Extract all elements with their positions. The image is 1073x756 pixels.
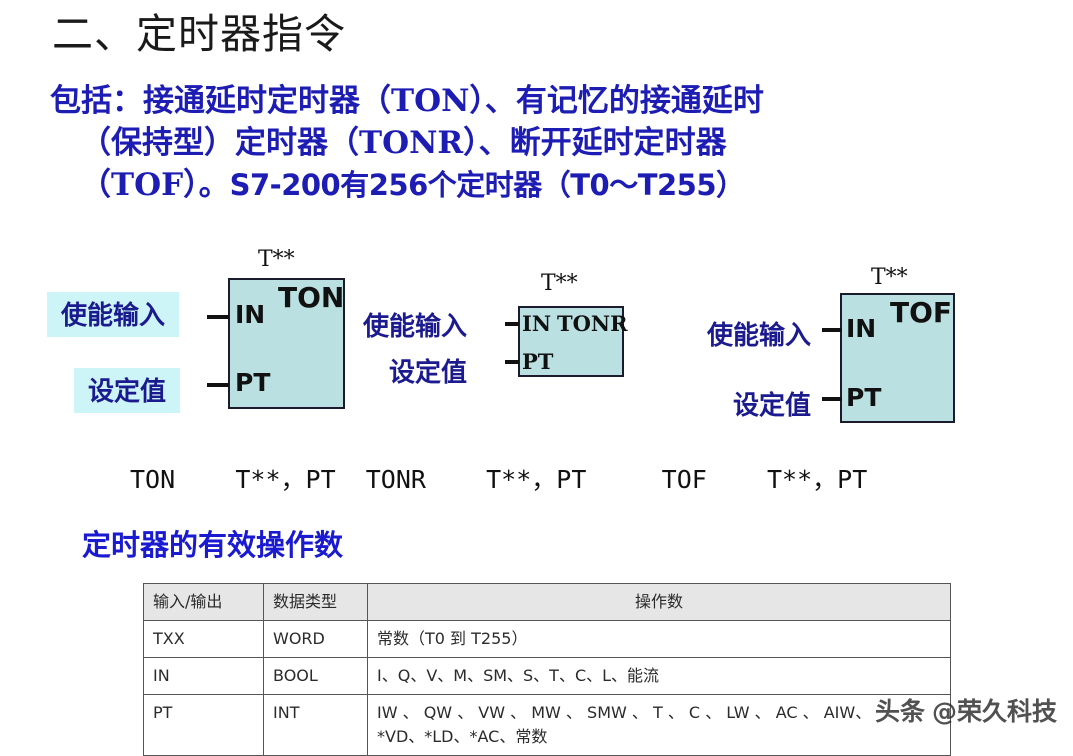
section-heading: 定时器的有效操作数 [82,528,344,562]
tonr-pt-label: PT [522,349,554,374]
ton-enable-input-label: 使能输入 [47,292,180,337]
tonr-block-body [518,306,624,377]
cell-datatype: WORD [263,620,368,658]
ton-pt-label: PT [235,368,271,397]
intro-paragraph: 包括：接通延时定时器（TON）、有记忆的接通延时 （保持型）定时器（TONR）、… [50,80,1040,206]
cell-datatype: BOOL [263,657,368,695]
table-row: IN BOOL I、Q、V、M、SM、S、T、C、L、能流 [143,657,951,695]
tof-preset-value-label: 设定值 [733,391,812,421]
ton-block-body [228,278,345,409]
valid-operands-table: 输入/输出 数据类型 操作数 TXX WORD 常数（T0 到 T255） IN… [143,583,951,756]
tof-name: TOF [890,296,953,329]
table-row: TXX WORD 常数（T0 到 T255） [143,620,951,658]
intro-line-3-text: （TOF）。 [80,167,230,204]
tof-enable-input-label: 使能输入 [707,321,812,351]
page-title: 二、定时器指令 [52,10,346,58]
tof-tag: T** [871,265,908,290]
intro-emphasis: S7-200有256个定时器（T0～T255） [229,168,745,203]
watermark: 头条 @荣久科技 [875,692,1057,728]
cell-datatype: INT [263,694,368,756]
cell-io: PT [143,694,264,756]
table-header-row: 输入/输出 数据类型 操作数 [143,583,951,621]
cell-operands: 常数（T0 到 T255） [367,620,951,658]
tonr-in-label: IN [522,311,552,336]
ton-name: TON [278,281,345,314]
tof-pt-label: PT [846,383,882,412]
ton-in-label: IN [235,300,266,329]
intro-line-3: （TOF）。S7-200有256个定时器（T0～T255） [50,164,1040,206]
cell-operands: I、Q、V、M、SM、S、T、C、L、能流 [367,657,951,695]
tof-in-label: IN [846,314,877,343]
watermark-platform: 头条 [874,697,925,726]
table-header-io: 输入/输出 [143,583,264,621]
table-header-datatype: 数据类型 [263,583,368,621]
tof-block-body [840,293,955,423]
table-row: PT INT IW 、 QW 、 VW 、 MW 、 SMW 、 T 、 C 、… [143,694,951,756]
cell-io: IN [143,657,264,695]
ton-pt-lead-line [207,383,229,387]
ton-in-lead-line [207,315,229,319]
tonr-name: TONR [557,311,628,336]
ton-tag: T** [258,247,295,272]
tonr-pt-lead-line [505,360,519,364]
intro-line-1: 包括：接通延时定时器（TON）、有记忆的接通延时 [50,83,764,119]
mnemonic-line: TON T**，PT TONR T**，PT TOF T**，PT [130,465,868,494]
cell-operands: IW 、 QW 、 VW 、 MW 、 SMW 、 T 、 C 、 LW 、 A… [367,694,951,756]
tof-in-lead-line [822,328,842,332]
ton-preset-value-label: 设定值 [74,368,181,413]
table-header-operands: 操作数 [367,583,951,621]
tonr-in-lead-line [505,322,519,326]
intro-line-2: （保持型）定时器（TONR）、断开延时定时器 [80,125,727,162]
tonr-tag: T** [541,271,578,296]
tonr-preset-value-label: 设定值 [389,358,468,388]
tof-pt-lead-line [822,397,842,401]
watermark-handle: @荣久科技 [931,697,1057,726]
cell-io: TXX [143,620,264,658]
tonr-enable-input-label: 使能输入 [363,312,468,342]
